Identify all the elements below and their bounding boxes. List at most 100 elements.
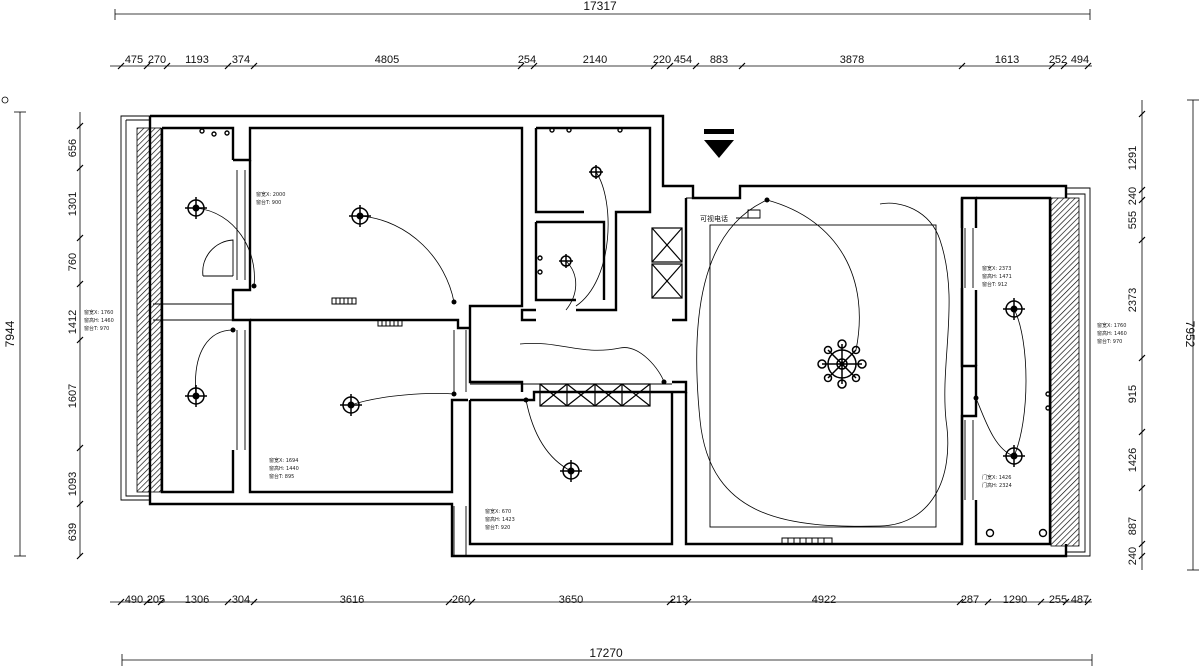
window-note-line: 窗高H: 1471 <box>982 273 1012 280</box>
dim-right-total: 7952 <box>1183 321 1197 348</box>
window-note-line: 窗高H: 1423 <box>485 516 515 523</box>
window-note: 窗宽X: 2373 窗高H: 1471 窗台T: 912 <box>982 265 1012 288</box>
window-note-line: 窗高H: 1460 <box>1097 330 1127 337</box>
dimension-tick <box>738 62 746 70</box>
dimension-tick <box>1138 428 1146 436</box>
dim-top-seg: 883 <box>710 54 728 66</box>
dim-top-seg: 1193 <box>185 54 209 66</box>
dimension-tick <box>250 62 258 70</box>
window-note: 窗宽X: 2000 窗台T: 900 <box>256 191 285 206</box>
dim-top-seg: 252 <box>1049 54 1067 66</box>
window-note-line: 窗宽X: 1760 <box>84 309 113 316</box>
window-note-line: 窗台T: 900 <box>256 199 281 206</box>
dimension-tick <box>1138 110 1146 118</box>
dimension-tick <box>984 598 992 606</box>
dimension-tick <box>117 62 125 70</box>
dimension-tick <box>76 336 84 344</box>
dimension-tick <box>1138 196 1146 204</box>
walls <box>148 114 1068 558</box>
dim-bottom-seg: 490 <box>125 594 143 606</box>
dimension-ticks <box>76 62 1146 606</box>
dim-left-seg: 656 <box>67 139 79 157</box>
window-note-line: 窗台T: 895 <box>269 473 294 480</box>
chandelier-icon <box>817 339 867 389</box>
window-note-line: 窗台T: 912 <box>982 281 1007 288</box>
dim-bottom-seg: 487 <box>1071 594 1089 606</box>
window-note-line: 窗宽X: 1694 <box>269 457 298 464</box>
small-fixtures <box>199 127 1051 538</box>
window-note-line: 窗宽X: 670 <box>485 508 511 515</box>
window-note: 窗宽X: 1760 窗高H: 1460 窗台T: 970 <box>1097 322 1127 345</box>
dim-top-seg: 270 <box>148 54 166 66</box>
dimension-tick <box>692 62 700 70</box>
window-note-line: 窗高H: 1460 <box>84 317 114 324</box>
dimension-tick <box>143 598 151 606</box>
dim-top-seg: 3878 <box>840 54 864 66</box>
door-note-line: 门高H: 2324 <box>982 482 1012 489</box>
dimension-tick <box>117 598 125 606</box>
dimension-tick <box>1084 598 1092 606</box>
dim-bottom-segments: 490 205 1306 304 3616 260 3650 213 4922 … <box>125 594 1089 606</box>
dim-top-seg: 374 <box>232 54 250 66</box>
wiring <box>195 171 1027 527</box>
dimension-tick <box>250 598 258 606</box>
dimension-tick <box>163 62 171 70</box>
window-note: 窗宽X: 1760 窗高H: 1460 窗台T: 970 <box>84 309 114 332</box>
dim-left-seg: 1093 <box>67 472 79 496</box>
dimension-tick <box>76 234 84 242</box>
dim-bottom-seg: 3650 <box>559 594 583 606</box>
dim-bottom-seg: 4922 <box>812 594 836 606</box>
dim-left-seg: 1412 <box>67 310 79 334</box>
dimension-tick <box>468 598 476 606</box>
dim-top-seg: 2140 <box>583 54 607 66</box>
left-balcony <box>120 115 162 501</box>
dim-left-seg: 1607 <box>67 384 79 408</box>
dimension-tick <box>517 62 525 70</box>
dimension-tick <box>1084 62 1092 70</box>
dim-bottom-seg: 1306 <box>185 594 209 606</box>
dim-top-seg: 454 <box>674 54 692 66</box>
dim-bottom-total: 17270 <box>589 646 623 660</box>
dim-top-seg: 220 <box>653 54 671 66</box>
window-note-line: 窗宽X: 2000 <box>256 191 285 198</box>
radiators <box>331 297 833 545</box>
dimension-tick <box>76 164 84 172</box>
dim-bottom-seg: 260 <box>452 594 470 606</box>
dim-right-seg: 915 <box>1127 385 1139 403</box>
dim-bottom-seg: 213 <box>670 594 688 606</box>
window-note: 窗宽X: 1694 窗高H: 1440 窗台T: 895 <box>269 457 299 480</box>
dim-right-seg: 240 <box>1127 187 1139 205</box>
door-note: 门宽X: 1426 门高H: 2324 <box>982 474 1012 489</box>
dimension-tick <box>958 62 966 70</box>
dimension-tick <box>1138 540 1146 548</box>
dimension-tick <box>445 598 453 606</box>
origin-mark <box>1 96 9 104</box>
dimension-tick <box>1138 236 1146 244</box>
video-phone-label: 可视电话 <box>700 214 728 223</box>
door-note-line: 门宽X: 1426 <box>982 474 1011 481</box>
dimension-tick <box>76 444 84 452</box>
dimension-tick <box>1060 62 1068 70</box>
dim-bottom-seg: 1290 <box>1003 594 1027 606</box>
dimension-tick <box>956 598 964 606</box>
window-note-line: 窗台T: 970 <box>1097 338 1122 345</box>
dimension-tick <box>157 598 165 606</box>
cabinets <box>539 227 683 407</box>
dimension-tick <box>224 598 232 606</box>
dim-right-seg: 555 <box>1127 211 1139 229</box>
dim-left-seg: 1301 <box>67 192 79 216</box>
dimension-tick <box>1138 186 1146 194</box>
ceiling-lights <box>185 165 1025 482</box>
dimension-tick <box>1062 598 1070 606</box>
dim-bottom-seg: 304 <box>232 594 250 606</box>
window-note-line: 窗台T: 920 <box>485 524 510 531</box>
dim-left-seg: 760 <box>67 253 79 271</box>
dimension-tick <box>1138 484 1146 492</box>
window-note: 窗宽X: 670 窗高H: 1423 窗台T: 920 <box>485 508 515 531</box>
dim-top-seg: 494 <box>1071 54 1089 66</box>
video-phone-leader <box>736 209 761 219</box>
dim-right-seg: 240 <box>1127 547 1139 565</box>
window-note-line: 窗台T: 970 <box>84 325 109 332</box>
window-note-line: 窗宽X: 1760 <box>1097 322 1126 329</box>
